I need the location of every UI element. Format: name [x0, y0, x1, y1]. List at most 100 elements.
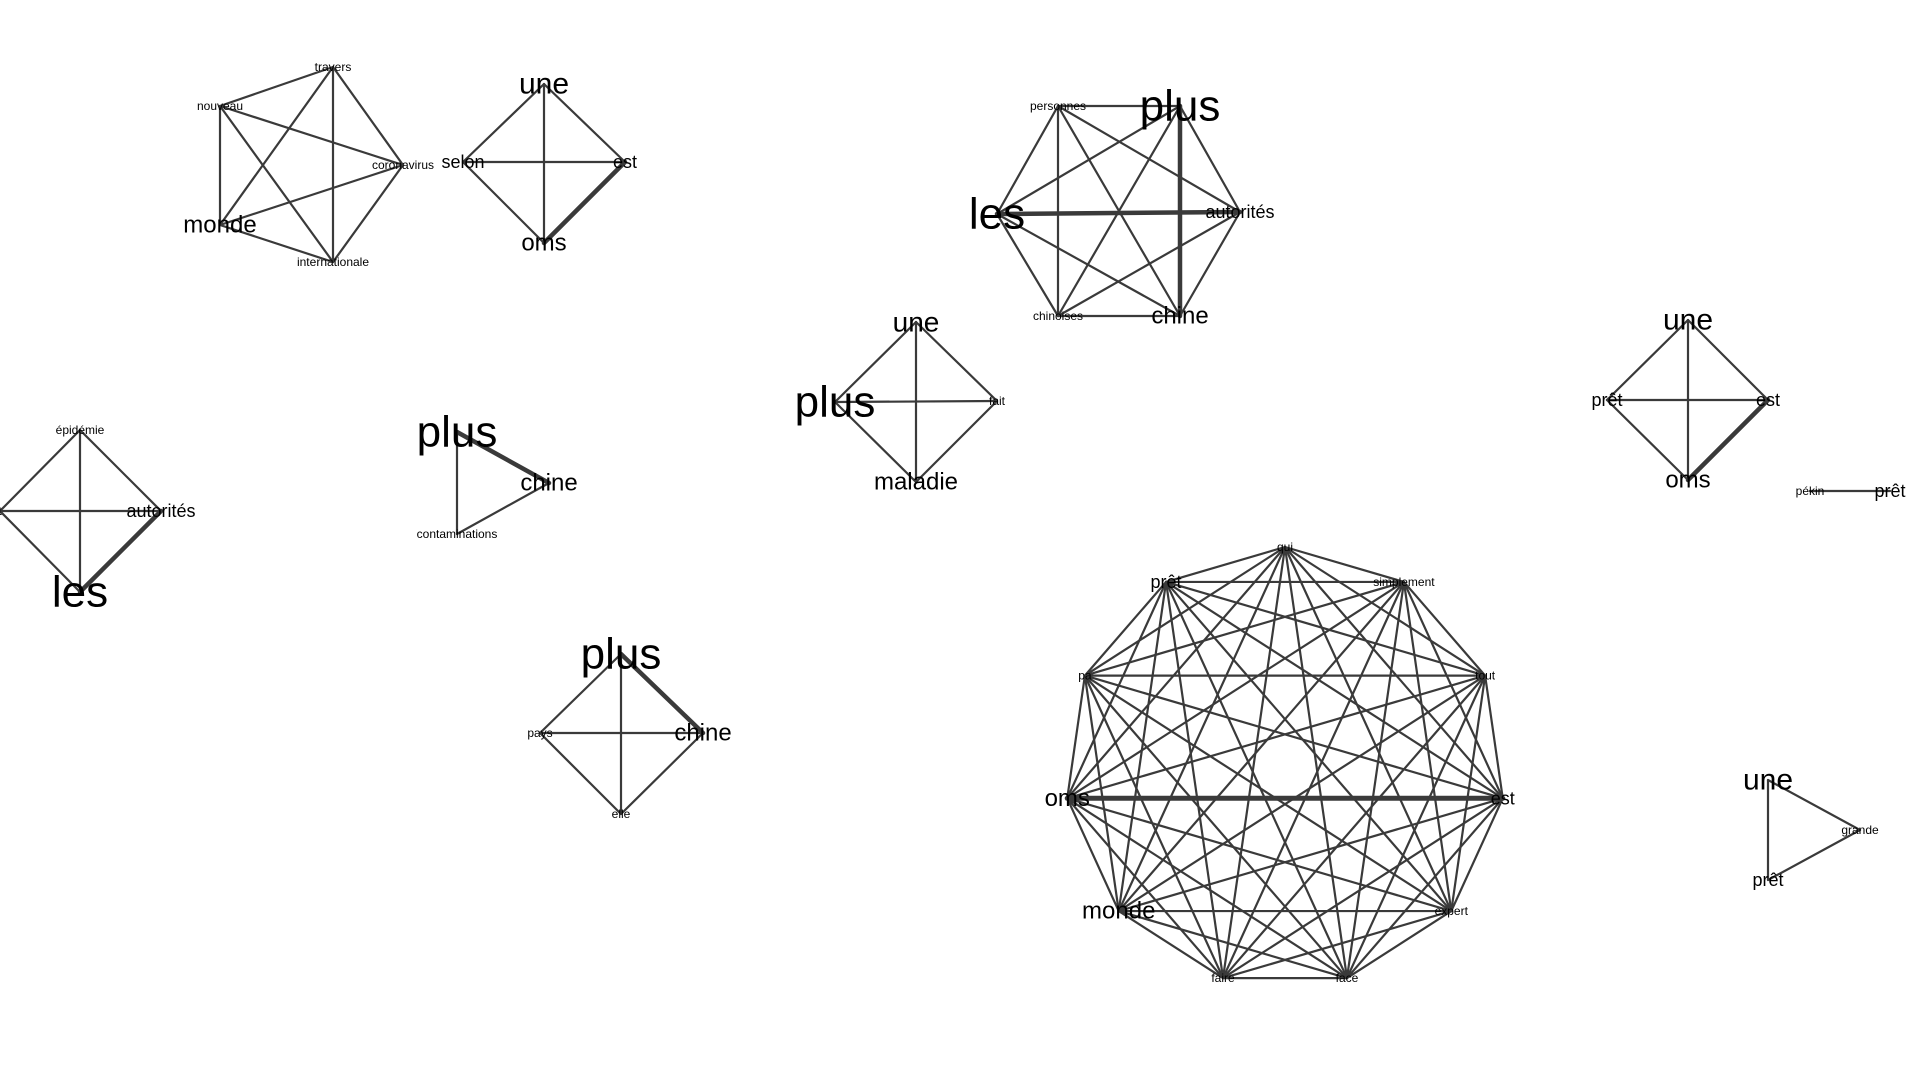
edge-c10-simplement-expert — [1402, 580, 1453, 913]
edge-c10-qui-tout — [1283, 545, 1487, 677]
edge-c3-les-chinoises — [995, 212, 1060, 318]
edge-c10-monde-oms — [1066, 797, 1120, 913]
edge-c5-une-prêt — [1605, 318, 1690, 402]
node-label-c9-pays: pays — [527, 726, 552, 740]
edge-c10-est-faire — [1221, 797, 1504, 980]
edge-c10-faire-pa — [1083, 674, 1225, 980]
edge-c10-qui-oms — [1066, 545, 1287, 800]
node-label-c9-elle: elle — [612, 807, 631, 821]
node-label-c10-pa: pa — [1078, 669, 1092, 683]
node-label-c7-chine: chine — [520, 470, 577, 497]
edge-c10-oms-prêt — [1066, 580, 1168, 800]
edge-c4-une-plus — [833, 320, 918, 404]
node-label-c6-t: t — [0, 504, 2, 518]
node-label-c10-simplement: simplement — [1373, 575, 1435, 589]
edge-c10-face-pa — [1083, 674, 1349, 980]
edge-c2-une-est — [542, 82, 627, 164]
edge-c1-monde-internationale — [218, 223, 335, 264]
edge-c10-expert-faire — [1221, 909, 1453, 980]
edge-c3-autorités-chinoises — [1056, 210, 1242, 318]
edge-c10-qui-faire — [1221, 545, 1287, 980]
node-label-c5-oms: oms — [1665, 467, 1710, 494]
edge-c10-tout-expert — [1450, 674, 1487, 913]
edge-c3-autorités-chine — [1178, 210, 1242, 318]
edge-c10-face-oms — [1066, 797, 1349, 980]
edge-c9-plus-chine — [618, 651, 706, 736]
node-label-c4-fait: fait — [989, 394, 1006, 408]
node-label-c10-prêt: prêt — [1151, 572, 1182, 592]
edge-c9-chine-elle — [619, 731, 705, 816]
edge-c10-est-expert — [1450, 797, 1504, 913]
edge-c1-nouveau-internationale — [218, 104, 335, 264]
node-label-c6-les: les — [52, 568, 108, 617]
edge-c10-est-prêt — [1164, 580, 1504, 800]
edge-c10-simplement-monde — [1117, 580, 1406, 913]
edge-c1-travers-nouveau — [218, 65, 335, 108]
node-label-c2-est: est — [613, 152, 637, 172]
node-label-c3-personnes: personnes — [1030, 99, 1086, 113]
node-label-c1-travers: travers — [315, 60, 352, 74]
node-label-c11-une: une — [1743, 764, 1793, 797]
node-label-c3-chinoises: chinoises — [1033, 309, 1083, 323]
node-label-c11-grande: grande — [1841, 823, 1879, 837]
edge-c10-qui-simplement — [1283, 545, 1406, 584]
edge-c7-plus-chine — [454, 429, 552, 486]
node-label-c10-oms: oms — [1045, 785, 1090, 812]
edge-c6-épidémie-autorités — [78, 428, 163, 513]
edge-c10-oms-pa — [1066, 674, 1086, 800]
edge-c1-coronavirus-monde — [218, 163, 405, 227]
edge-c10-tout-prêt — [1164, 580, 1487, 677]
node-label-c3-chine: chine — [1151, 303, 1208, 330]
edge-c1-travers-coronavirus — [331, 65, 405, 167]
edges-layer — [0, 65, 1892, 980]
edge-c10-face-monde — [1117, 909, 1349, 980]
edge-c10-qui-est — [1283, 545, 1504, 800]
edge-c4-fait-maladie — [914, 399, 999, 484]
edge-c6-t-les — [0, 509, 82, 594]
node-label-c4-plus: plus — [795, 378, 876, 427]
node-label-c10-tout: tout — [1475, 669, 1496, 683]
edge-c11-grande-prêt — [1766, 828, 1862, 882]
node-label-c5-une: une — [1663, 304, 1713, 337]
edge-c2-est-oms — [541, 159, 628, 246]
edge-c10-simplement-tout — [1402, 580, 1487, 677]
edge-c10-expert-face — [1345, 909, 1453, 980]
node-label-c11-prêt: prêt — [1752, 870, 1783, 890]
edge-c10-tout-est — [1484, 674, 1504, 800]
node-label-c4-maladie: maladie — [874, 469, 958, 496]
node-label-c7-plus: plus — [417, 408, 498, 457]
edge-c10-expert-prêt — [1164, 580, 1453, 913]
edge-c4-plus-fait — [833, 399, 999, 404]
node-label-c5-est: est — [1756, 390, 1780, 410]
node-label-c10-qui: qui — [1277, 540, 1293, 554]
edge-c10-monde-prêt — [1117, 580, 1168, 913]
node-label-c10-expert: expert — [1435, 904, 1469, 918]
edge-c2-selon-oms — [461, 160, 546, 245]
edge-c10-faire-monde — [1117, 909, 1225, 980]
edge-c6-autorités-les — [77, 508, 164, 595]
node-label-c3-autorités: autorités — [1205, 202, 1274, 222]
node-label-c2-oms: oms — [521, 230, 566, 257]
node-label-c7-contaminations: contaminations — [417, 527, 498, 541]
node-label-c5-prêt: prêt — [1591, 390, 1622, 410]
edge-c1-coronavirus-internationale — [331, 163, 405, 264]
edge-c3-les-chine — [995, 212, 1182, 318]
node-label-c1-monde: monde — [183, 212, 256, 239]
node-label-c2-une: une — [519, 68, 569, 101]
edge-c10-simplement-pa — [1083, 580, 1406, 677]
edge-c10-est-monde — [1117, 797, 1504, 913]
node-label-c4-une: une — [893, 307, 940, 338]
labels-layer: traversnouveaucoronavirusmondeinternatio… — [0, 60, 1906, 985]
edge-c10-qui-prêt — [1164, 545, 1287, 584]
node-label-c6-épidémie: épidémie — [56, 423, 105, 437]
node-label-c10-face: face — [1336, 971, 1359, 985]
edge-c7-chine-contaminations — [455, 481, 551, 536]
node-label-c6-autorités: autorités — [126, 501, 195, 521]
node-label-c8-prêt: prêt — [1874, 481, 1905, 501]
node-label-c3-les: les — [969, 190, 1025, 239]
edge-c5-une-est — [1686, 318, 1770, 402]
edge-c3-plus-les — [995, 104, 1182, 216]
edge-c10-faire-oms — [1066, 797, 1225, 980]
edge-c3-personnes-les — [995, 104, 1060, 216]
